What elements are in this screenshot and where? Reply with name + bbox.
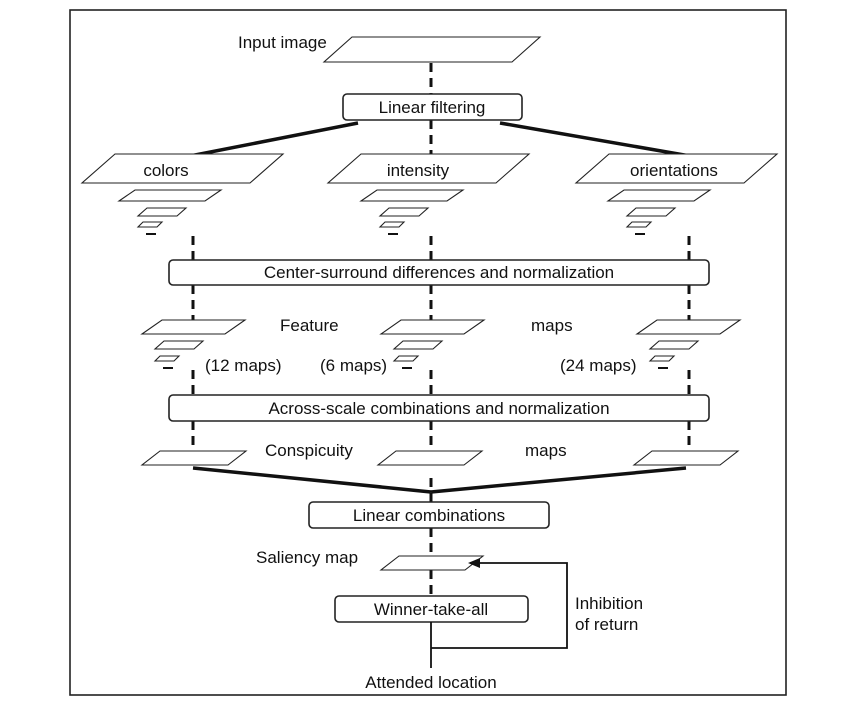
feature-maps-word1: Feature: [280, 316, 339, 335]
inhibition-label-line2: of return: [575, 615, 638, 634]
channel-pyramids: [117, 189, 712, 235]
feature-maps-colors-count: (12 maps): [205, 356, 282, 375]
center-surround-label: Center-surround differences and normaliz…: [264, 263, 614, 282]
linear-combinations-label: Linear combinations: [353, 506, 505, 525]
channel-intensity-label: intensity: [387, 161, 450, 180]
linear-combinations-box: [308, 501, 550, 529]
channel-orientations-label: orientations: [630, 161, 718, 180]
channel-colors-label: colors: [143, 161, 188, 180]
inhibition-label-line1: Inhibition: [575, 594, 643, 613]
feature-map-pyramids: [140, 319, 742, 369]
dashed-connectors: [191, 63, 691, 596]
feature-maps-word2: maps: [531, 316, 573, 335]
linear-filtering-label: Linear filtering: [379, 98, 486, 117]
converging-lines: [192, 466, 687, 494]
feature-maps-intensity-count: (6 maps): [320, 356, 387, 375]
conspicuity-maps-word2: maps: [525, 441, 567, 460]
diagram-frame: [69, 9, 787, 696]
center-surround-box: [168, 259, 710, 286]
linear-filtering-box: [342, 93, 523, 121]
feature-maps-orientations-count: (24 maps): [560, 356, 637, 375]
channel-planes: [80, 153, 779, 184]
saliency-map-plane: [379, 555, 485, 571]
input-image-label: Input image: [238, 33, 327, 52]
conspicuity-maps-word1: Conspicuity: [265, 441, 353, 460]
across-scale-box: [168, 394, 710, 422]
across-scale-label: Across-scale combinations and normalizat…: [268, 399, 609, 418]
filter-branch-lines: [189, 121, 691, 158]
winner-take-all-label: Winner-take-all: [374, 600, 488, 619]
inhibition-feedback-arrow: [431, 558, 568, 649]
input-image-plane: [322, 36, 542, 63]
conspicuity-map-planes: [140, 450, 740, 466]
saliency-map-label: Saliency map: [256, 548, 358, 567]
attended-location-label: Attended location: [365, 673, 496, 692]
